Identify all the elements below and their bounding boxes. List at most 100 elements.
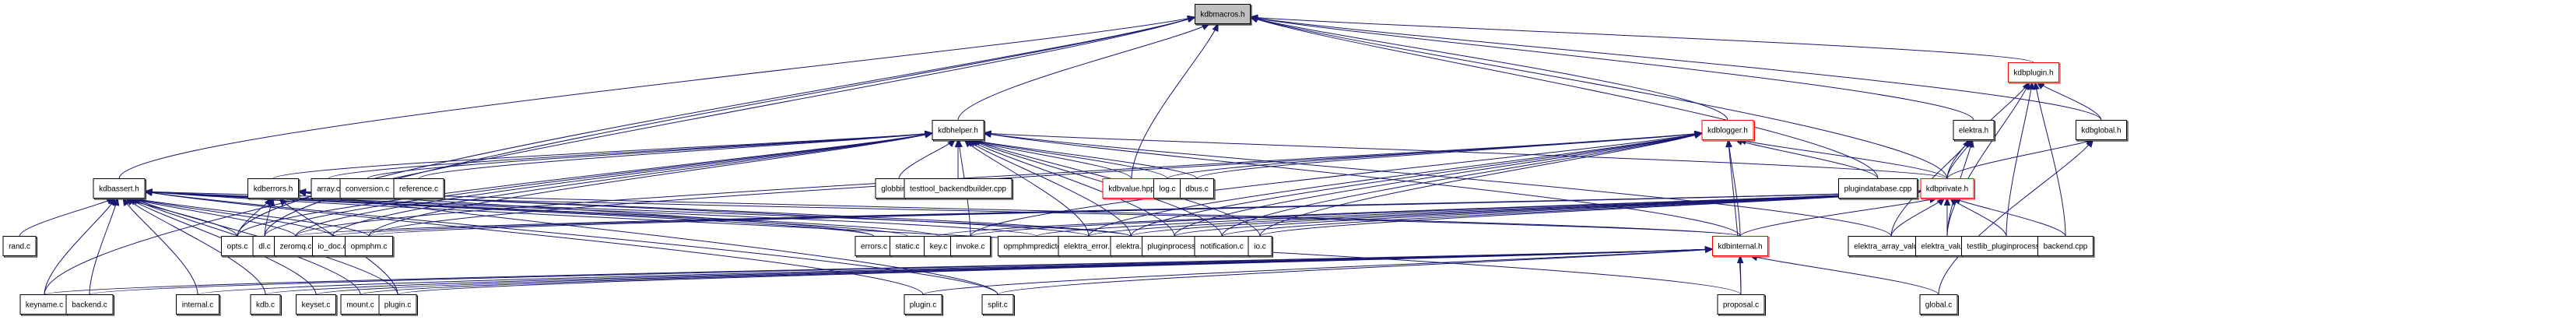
arrowhead-icon xyxy=(1212,23,1219,32)
arrowhead-icon xyxy=(1704,246,1714,254)
edges-layer xyxy=(19,14,2102,295)
graph-node-kdb-c[interactable]: kdb.c xyxy=(250,294,282,316)
node-box xyxy=(93,178,146,199)
graph-node-dbus-c[interactable]: dbus.c xyxy=(1180,178,1216,200)
graph-node-notification-c[interactable]: notification.c xyxy=(1194,236,1251,258)
node-box xyxy=(1248,236,1272,256)
graph-node-static-c[interactable]: static.c xyxy=(890,236,927,258)
edge-line xyxy=(144,191,939,237)
arrowhead-icon xyxy=(1967,139,1974,148)
node-box xyxy=(1102,178,1161,199)
graph-node-rand-c[interactable]: rand.c xyxy=(2,236,37,258)
graph-node-kdbassert-h[interactable]: kdbassert.h xyxy=(93,178,146,200)
node-box xyxy=(890,236,925,256)
arrowhead-icon xyxy=(1725,139,1732,148)
edge-line xyxy=(1250,16,2034,63)
edge-line xyxy=(898,139,956,179)
arrowhead-icon xyxy=(297,188,307,195)
edge-dl-c-to-kdberrors-h xyxy=(264,197,275,237)
edge-line xyxy=(1728,139,1741,237)
graph-node-testtool-backendbuilder-cpp[interactable]: testtool_backendbuilder.cpp xyxy=(904,178,1013,200)
graph-node-kdbglobal-h[interactable]: kdbglobal.h xyxy=(2076,120,2129,142)
edge-opmphm-c-to-kdbassert-h xyxy=(130,196,370,237)
graph-node-mount-c[interactable]: mount.c xyxy=(340,294,381,316)
graph-node-elektra-h[interactable]: elektra.h xyxy=(1953,120,1995,142)
node-label: opmphmpredictor.c xyxy=(1003,243,1069,251)
node-label: rand.c xyxy=(9,243,30,251)
node-label: mount.c xyxy=(346,301,374,310)
graph-node-key-c[interactable]: key.c xyxy=(924,236,955,258)
edge-line xyxy=(1738,139,1948,179)
node-box xyxy=(1920,178,1974,199)
edge-backend-c-to-kdbassert-h xyxy=(89,197,120,295)
graph-node-log-c[interactable]: log.c xyxy=(1153,178,1183,200)
graph-node-global-c[interactable]: global.c xyxy=(1919,294,1959,316)
edge-testlib-pluginprocess-c-to-kdbplugin-h xyxy=(2006,81,2035,237)
graph-node-dl-c[interactable]: dl.c xyxy=(252,236,278,258)
edge-plugindatabase-cpp-to-kdbmacros-h xyxy=(1249,16,1879,179)
graph-node-kdberrors-h[interactable]: kdberrors.h xyxy=(247,178,300,200)
edge-line xyxy=(1946,139,2094,179)
graph-node-plugin-c-1[interactable]: plugin.c xyxy=(378,294,418,316)
arrowhead-icon xyxy=(268,197,275,206)
arrowhead-icon xyxy=(1943,197,1951,206)
node-box xyxy=(345,236,393,256)
node-label: backend.cpp xyxy=(2044,243,2088,251)
node-label: split.c xyxy=(988,301,1008,310)
node-label: opmphm.c xyxy=(351,243,388,251)
node-label: dbus.c xyxy=(1185,185,1208,194)
node-label: elektra.h xyxy=(1959,127,1988,135)
edge-kdbplugin-h-to-kdbmacros-h xyxy=(1249,14,2034,63)
graph-node-testlib-pluginprocess-c[interactable]: testlib_pluginprocess.c xyxy=(1961,236,2053,258)
graph-node-io-c[interactable]: io.c xyxy=(1248,236,1273,258)
edge-line xyxy=(964,139,1090,237)
edge-line xyxy=(1250,16,2102,121)
graph-node-internal-c[interactable]: internal.c xyxy=(176,294,221,316)
edge-line xyxy=(397,248,1713,295)
graph-node-kdbinternal-h[interactable]: kdbinternal.h xyxy=(1712,236,1770,258)
arrowhead-icon xyxy=(122,197,130,206)
arrowhead-icon xyxy=(924,132,934,139)
arrowhead-icon xyxy=(279,197,287,206)
graph-node-kdbvalue-hpp[interactable]: kdbvalue.hpp xyxy=(1102,178,1162,200)
graph-node-plugin-c-2[interactable]: plugin.c xyxy=(904,294,943,316)
graph-node-opts-c[interactable]: opts.c xyxy=(221,236,255,258)
node-box xyxy=(250,294,281,315)
node-label: io_doc.c xyxy=(318,243,346,251)
graph-node-backend-cpp[interactable]: backend.cpp xyxy=(2037,236,2095,258)
graph-node-kdblogger-h[interactable]: kdblogger.h xyxy=(1701,120,1755,142)
edge-backend-cpp-to-kdbplugin-h xyxy=(2033,81,2066,237)
edge-line xyxy=(1088,132,1703,237)
graph-node-zeromq-c[interactable]: zeromq.c xyxy=(274,236,319,258)
node-box xyxy=(1058,236,1120,256)
graph-node-proposal-c[interactable]: proposal.c xyxy=(1717,294,1766,316)
edge-line xyxy=(1946,82,2030,237)
edge-line xyxy=(1938,139,2093,295)
graph-node-kdbplugin-h[interactable]: kdbplugin.h xyxy=(2008,62,2061,84)
edge-global-c-to-kdbinternal-h xyxy=(1749,254,1939,295)
graph-node-opmphm-c[interactable]: opmphm.c xyxy=(345,236,395,258)
node-label: global.c xyxy=(1925,301,1952,310)
node-label: elektra_value.c xyxy=(1921,243,1973,251)
graph-node-keyset-c[interactable]: keyset.c xyxy=(296,294,338,316)
graph-node-reference-c[interactable]: reference.c xyxy=(393,178,445,200)
graph-node-keyname-c[interactable]: keyname.c xyxy=(19,294,70,316)
edge-kdbhelper-h-to-kdbmacros-h xyxy=(957,23,1211,121)
graph-node-invoke-c[interactable]: invoke.c xyxy=(950,236,992,258)
edge-line xyxy=(89,198,118,295)
graph-node-kdbprivate-h[interactable]: kdbprivate.h xyxy=(1920,178,1975,200)
edge-global-c-to-kdbglobal-h xyxy=(1938,139,2094,295)
node-box xyxy=(950,236,991,256)
graph-node-backend-c[interactable]: backend.c xyxy=(65,294,114,316)
edge-line xyxy=(131,198,370,237)
graph-node-errors-c[interactable]: errors.c xyxy=(855,236,894,258)
edge-elektra-array-value-c-to-kdbprivate-h xyxy=(1890,197,1946,237)
node-box xyxy=(2,236,37,256)
graph-node-kdbhelper-h[interactable]: kdbhelper.h xyxy=(932,120,985,142)
graph-node-split-c[interactable]: split.c xyxy=(981,294,1015,316)
node-label: array.c xyxy=(317,185,340,194)
graph-node-plugindatabase-cpp[interactable]: plugindatabase.cpp xyxy=(1838,178,1919,200)
edge-kdbprivate-h-to-kdbhelper-h xyxy=(982,130,1948,179)
node-label: globbing.c xyxy=(881,185,917,194)
graph-node-conversion-c[interactable]: conversion.c xyxy=(339,178,396,200)
